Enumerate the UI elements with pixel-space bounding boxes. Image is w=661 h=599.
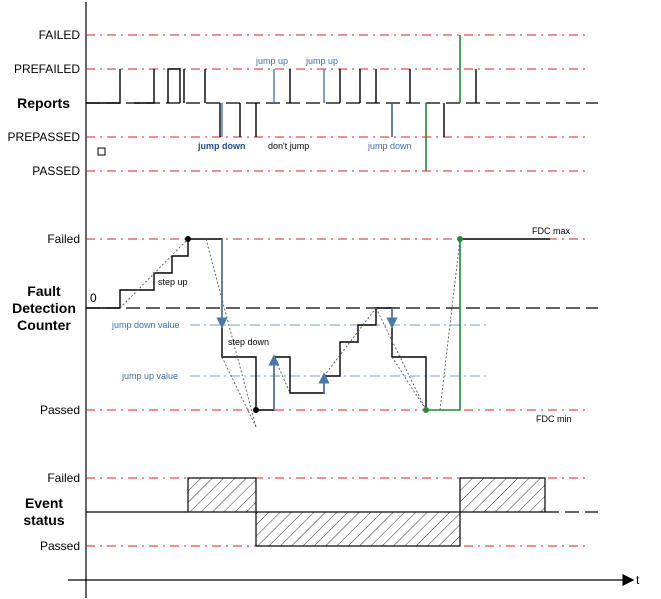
reports-green-trace [425, 35, 461, 171]
counter-level-zero: 0 [90, 291, 97, 305]
annotation-jump-up-value: jump up value [121, 371, 178, 381]
reports-section: FAILED PREFAILED Reports PREPASSED PASSE… [8, 28, 598, 178]
annotation-jump-up-2: jump up [305, 56, 338, 66]
annotation-fdc-min: FDC min [536, 414, 572, 424]
event-status-section: Failed Event status Passed [23, 471, 598, 553]
event-failed-block-2 [459, 477, 546, 513]
annotation-step-up: step up [158, 277, 188, 287]
counter-dot-green-max [457, 236, 463, 242]
event-level-failed: Failed [47, 471, 80, 485]
counter-green-trace [426, 239, 461, 411]
reports-level-failed: FAILED [39, 28, 81, 42]
reports-title: Reports [17, 95, 70, 111]
event-failed-block-1 [187, 477, 257, 513]
counter-dot-passed [253, 407, 259, 413]
annotation-dont-jump: don't jump [268, 141, 309, 151]
event-title-line1: Event [25, 495, 63, 511]
event-level-passed: Passed [40, 539, 80, 553]
event-passed-block [255, 511, 461, 547]
counter-title-line2: Detection [12, 300, 76, 316]
annotation-jump-down-value: jump down value [111, 320, 180, 330]
small-square-marker [97, 147, 106, 156]
counter-dotted-guides [119, 238, 461, 428]
counter-title-line1: Fault [27, 283, 61, 299]
counter-dot-green-min [423, 407, 429, 413]
counter-section: Failed 0 Passed Fault Detection Counter … [12, 226, 598, 428]
reports-black-trace [86, 68, 477, 137]
annotation-jump-down-1: jump down [197, 141, 246, 151]
reports-level-passed: PASSED [32, 164, 80, 178]
annotation-fdc-max: FDC max [532, 226, 570, 236]
counter-level-passed: Passed [40, 403, 80, 417]
counter-dot-failed-start [185, 236, 191, 242]
event-title-line2: status [23, 512, 64, 528]
reports-jump-trace [221, 69, 393, 137]
reports-level-prefailed: PREFAILED [14, 62, 80, 76]
time-axis-label: t [636, 573, 640, 587]
counter-level-failed: Failed [47, 232, 80, 246]
annotation-step-down: step down [228, 337, 269, 347]
annotation-jump-up-1: jump up [255, 56, 288, 66]
annotation-jump-down-2: jump down [367, 141, 412, 151]
reports-level-prepassed: PREPASSED [8, 130, 81, 144]
counter-title-line3: Counter [17, 317, 71, 333]
